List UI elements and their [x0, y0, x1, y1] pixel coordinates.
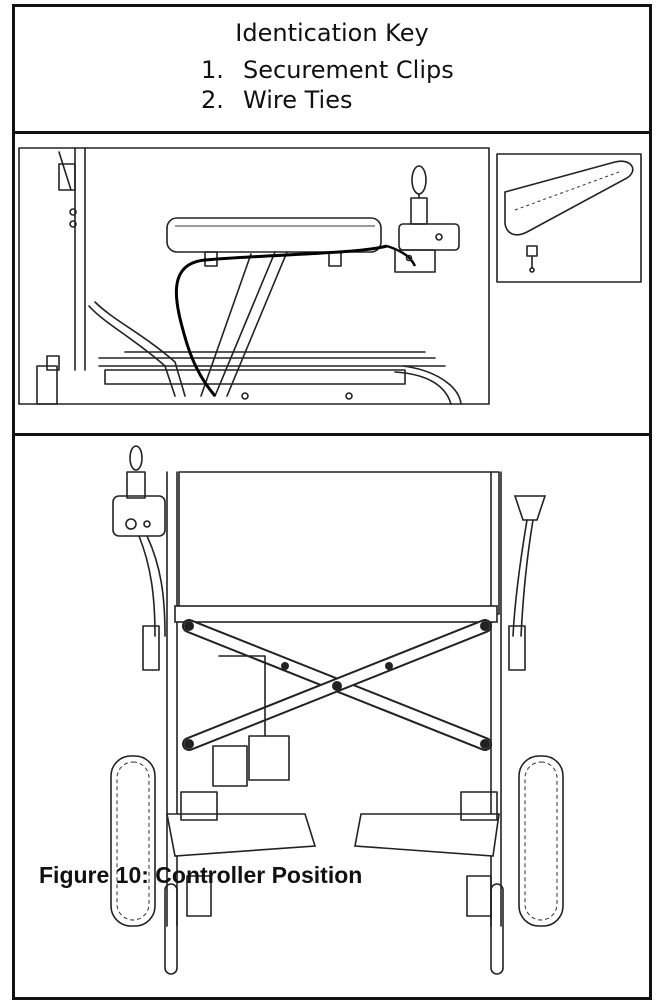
key-item-securement-clips: 1. Securement Clips	[201, 55, 454, 85]
key-item-wire-ties: 2. Wire Ties	[201, 85, 454, 115]
identification-key-panel: Identication Key 1. Securement Clips 2. Wi…	[15, 7, 649, 134]
joystick-knob	[411, 165, 427, 195]
side-view-box	[18, 147, 490, 405]
key-item-number: 1.	[201, 56, 224, 84]
securement-clip-detail-box	[496, 153, 642, 283]
left-footrest	[166, 813, 317, 857]
wheelchair-front-view	[110, 445, 564, 975]
figure-caption: Figure 10: Controller Position	[39, 862, 363, 888]
key-title: Identication Key	[235, 19, 429, 47]
armrest-pad	[166, 217, 382, 253]
key-item-label: Securement Clips	[243, 56, 454, 84]
wheelchair-side-view	[18, 147, 642, 405]
hand-grip	[513, 495, 547, 521]
securement-clip-icon	[526, 245, 538, 257]
right-wheel	[518, 755, 564, 927]
key-item-number: 2.	[201, 86, 224, 114]
left-wheel	[110, 755, 156, 927]
right-footrest	[354, 813, 500, 857]
side-view-panel	[15, 134, 649, 436]
backrest	[178, 471, 500, 615]
key-item-label: Wire Ties	[243, 86, 353, 114]
diagram-frame: Identication Key 1. Securement Clips 2. Wi…	[12, 4, 652, 1000]
front-view-panel: Figure 10: Controller Position	[15, 436, 649, 997]
key-list: 1. Securement Clips 2. Wire Ties	[201, 55, 454, 115]
joystick-controller	[112, 495, 166, 537]
seat-bar	[174, 605, 498, 623]
controller-box	[398, 223, 460, 251]
